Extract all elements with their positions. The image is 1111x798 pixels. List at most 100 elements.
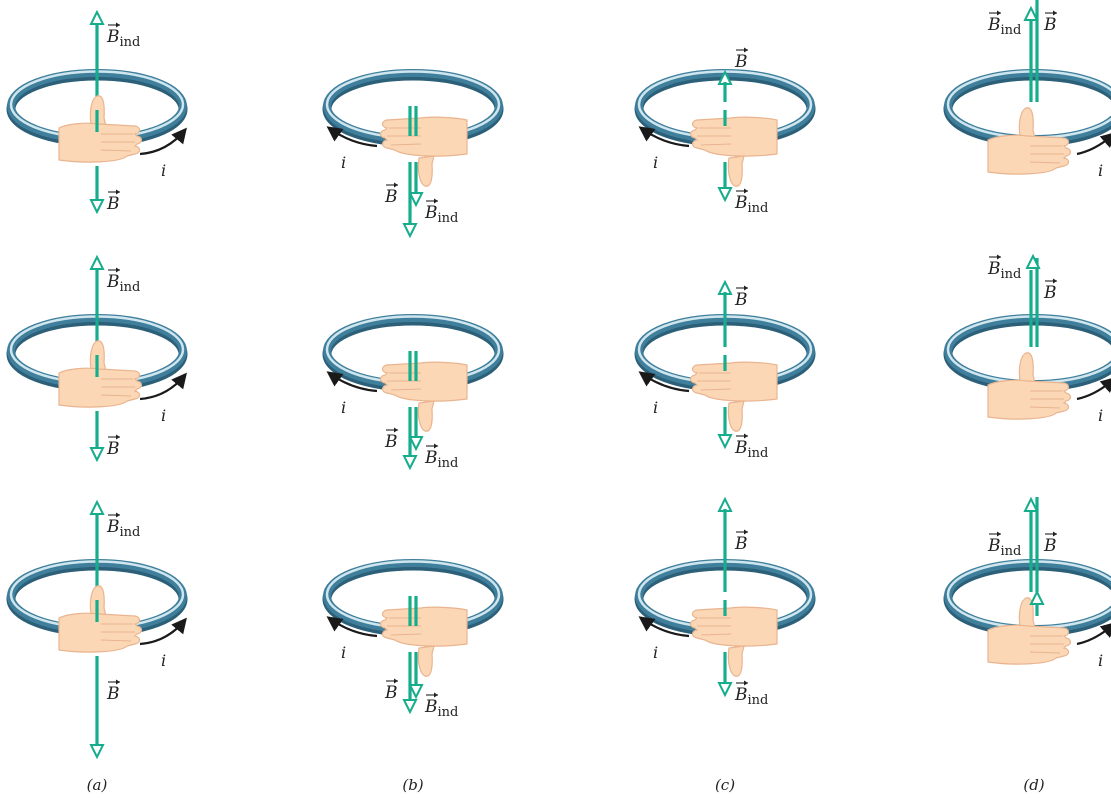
palm [58, 122, 143, 163]
finger-lines [697, 372, 732, 391]
ind-subscript: ind [1001, 544, 1022, 559]
palm [987, 134, 1072, 175]
b-symbol: Bind [987, 15, 1021, 38]
c3-label-b: B [734, 529, 748, 554]
ind-subscript: ind [1001, 267, 1022, 282]
vec-head [116, 189, 120, 195]
a3-hand [58, 585, 143, 653]
c2-label-i: i [653, 398, 658, 417]
d2-label-i: i [1098, 406, 1103, 425]
c1-hand [689, 116, 778, 187]
c2-current-arrow [638, 371, 690, 393]
d1-bind-head [1023, 5, 1039, 21]
b3-label-i: i [341, 643, 346, 662]
caption-c: (c) [715, 776, 735, 794]
vec-head [434, 198, 438, 204]
b1-label-i: i [341, 153, 346, 172]
b-symbol: B [1043, 15, 1057, 35]
vec-head [434, 692, 438, 698]
a2-current-arrow [139, 372, 187, 401]
a2-label-i: i [161, 406, 166, 425]
thumb [727, 155, 745, 187]
b-symbol: Bind [106, 272, 140, 295]
caption-b: (b) [402, 776, 423, 794]
vec-head [394, 678, 398, 684]
b-symbol: B [734, 290, 748, 310]
c2-label-b: B [734, 285, 748, 310]
thumb [1018, 107, 1036, 139]
caption-a: (a) [87, 776, 108, 794]
a2-label-b: B [106, 434, 120, 459]
b1-label-b: B [384, 182, 398, 207]
b-symbol: Bind [424, 448, 458, 471]
b-symbol: B [106, 194, 120, 214]
ind-subscript: ind [438, 211, 459, 226]
c3-bind-head [717, 682, 733, 698]
vec-head [744, 433, 748, 439]
b2-b-head [402, 455, 418, 471]
b-symbol: Bind [424, 203, 458, 226]
ind-subscript: ind [438, 456, 459, 471]
c3-current-arrow [638, 616, 690, 638]
vec-head [116, 512, 120, 518]
a1-label-b: B [106, 189, 120, 214]
b-symbol: B [1043, 536, 1057, 556]
a3-label-i: i [161, 651, 166, 670]
vec-head [744, 47, 748, 53]
a3-b-head [89, 744, 105, 760]
b2-current-arrow [326, 371, 378, 393]
palm [58, 612, 143, 653]
b-symbol: Bind [734, 438, 768, 461]
a1-current-arrow [139, 127, 187, 156]
ind-subscript: ind [748, 446, 769, 461]
b-symbol: B [106, 684, 120, 704]
ind-subscript: ind [120, 280, 141, 295]
b1-hand [379, 116, 468, 187]
c1-label-bind: Bind [734, 188, 768, 216]
d1-label-b: B [1043, 10, 1057, 35]
b3-current-arrow [326, 616, 378, 638]
palm [689, 606, 778, 647]
b-symbol: B [384, 432, 398, 452]
c3-hand [689, 606, 778, 677]
d1-label-bind: Bind [987, 10, 1021, 38]
b1-b-head [402, 223, 418, 239]
a1-bind-head [89, 9, 105, 25]
a1-hand [58, 95, 143, 163]
a3-bind-head [89, 499, 105, 515]
c2-hand [689, 361, 778, 432]
palm [689, 116, 778, 157]
vec-head [394, 182, 398, 188]
finger-lines [1029, 635, 1064, 654]
d1-label-i: i [1098, 161, 1103, 180]
b3-hand [379, 606, 468, 677]
ind-subscript: ind [748, 693, 769, 708]
b1-label-bind: Bind [424, 198, 458, 226]
vec-head [744, 529, 748, 535]
a2-label-bind: Bind [106, 267, 140, 295]
c2-bind-head [717, 434, 733, 450]
palm [379, 361, 468, 402]
b3-label-bind: Bind [424, 692, 458, 720]
b-symbol: Bind [424, 697, 458, 720]
palm [379, 606, 468, 647]
b3-b-head [402, 699, 418, 715]
ind-subscript: ind [1001, 23, 1022, 38]
palm [987, 624, 1072, 665]
b3-bind-head [408, 684, 424, 700]
ind-subscript: ind [120, 525, 141, 540]
vec-head [744, 680, 748, 686]
vec-head [744, 285, 748, 291]
d2-label-bind: Bind [987, 254, 1022, 282]
a2-bind-head [89, 254, 105, 270]
thumb [417, 645, 435, 677]
d3-label-i: i [1098, 651, 1103, 670]
vec-head [1053, 278, 1057, 284]
palm [58, 367, 143, 408]
palm [987, 379, 1072, 420]
c1-label-i: i [653, 153, 658, 172]
b2-hand [379, 361, 468, 432]
finger-lines [100, 378, 135, 397]
c1-current-arrow [638, 126, 690, 148]
b-symbol: B [384, 683, 398, 703]
